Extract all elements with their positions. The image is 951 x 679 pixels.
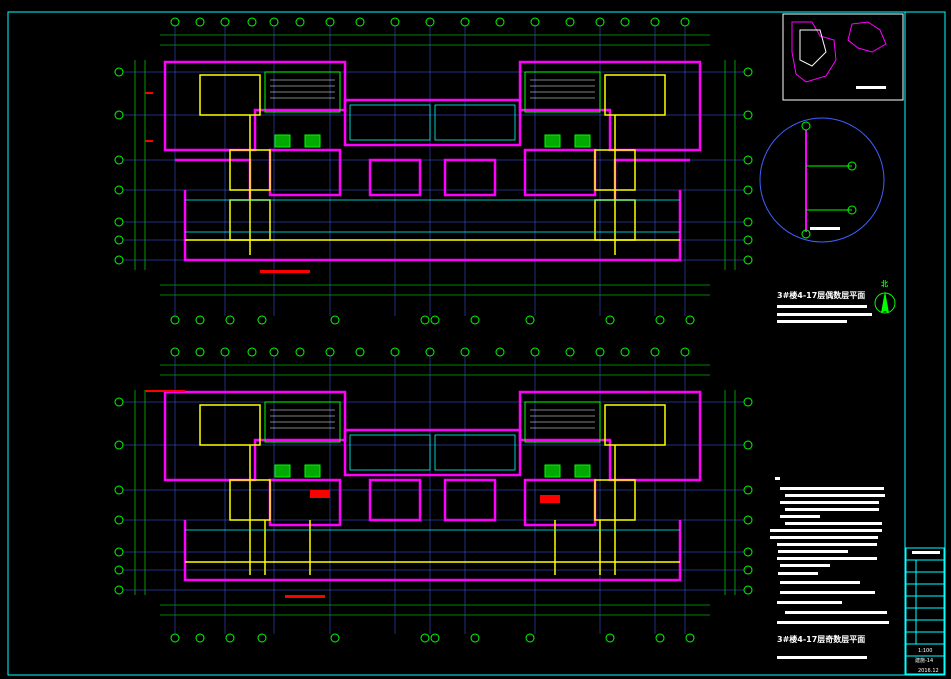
drawing-date: 2016.12 — [918, 668, 939, 674]
key-plan-icon — [791, 21, 887, 89]
lower-plan-title: 3#楼4-17层奇数层平面 — [777, 635, 866, 644]
key-plan-frame — [782, 13, 904, 101]
north-label: 北 — [881, 280, 888, 288]
title-block — [905, 547, 945, 675]
sheet-border — [7, 11, 946, 676]
detail-circle-icon — [759, 117, 885, 243]
scale-value: 1:100 — [918, 648, 933, 654]
lower-floor-plan — [114, 347, 753, 643]
upper-floor-plan — [114, 17, 753, 325]
sheet-number: 建施-14 — [915, 658, 934, 664]
upper-plan-title: 3#楼4-17层偶数层平面 — [777, 291, 866, 300]
notes-block — [770, 305, 889, 659]
north-arrow-icon — [874, 291, 896, 314]
